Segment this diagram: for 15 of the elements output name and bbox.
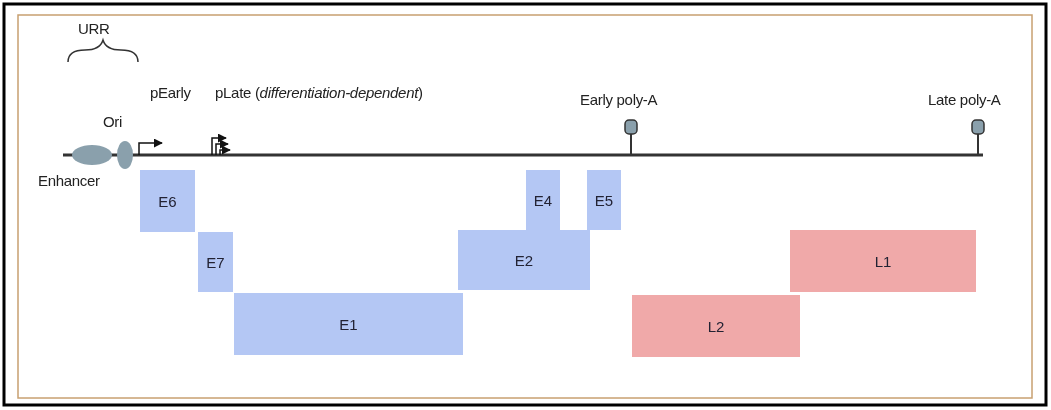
gene-box: E5 xyxy=(587,170,621,230)
gene-box: E7 xyxy=(198,232,233,292)
gene-box: E2 xyxy=(458,230,590,290)
region-label: URR xyxy=(78,20,110,37)
gene-box: E1 xyxy=(234,293,463,355)
gene-box: L2 xyxy=(632,295,800,357)
poly-a-label: Late poly-A xyxy=(928,91,1001,108)
gene-box: L1 xyxy=(790,230,976,292)
gene-box: E6 xyxy=(140,170,195,232)
promoter-label: pLate (differentiation-dependent) xyxy=(215,84,423,101)
gene-box: E4 xyxy=(526,170,560,230)
element-label: Enhancer xyxy=(38,172,100,189)
element-label: Ori xyxy=(103,113,123,130)
poly-a-label: Early poly-A xyxy=(580,91,658,108)
promoter-label: pEarly xyxy=(150,84,191,101)
